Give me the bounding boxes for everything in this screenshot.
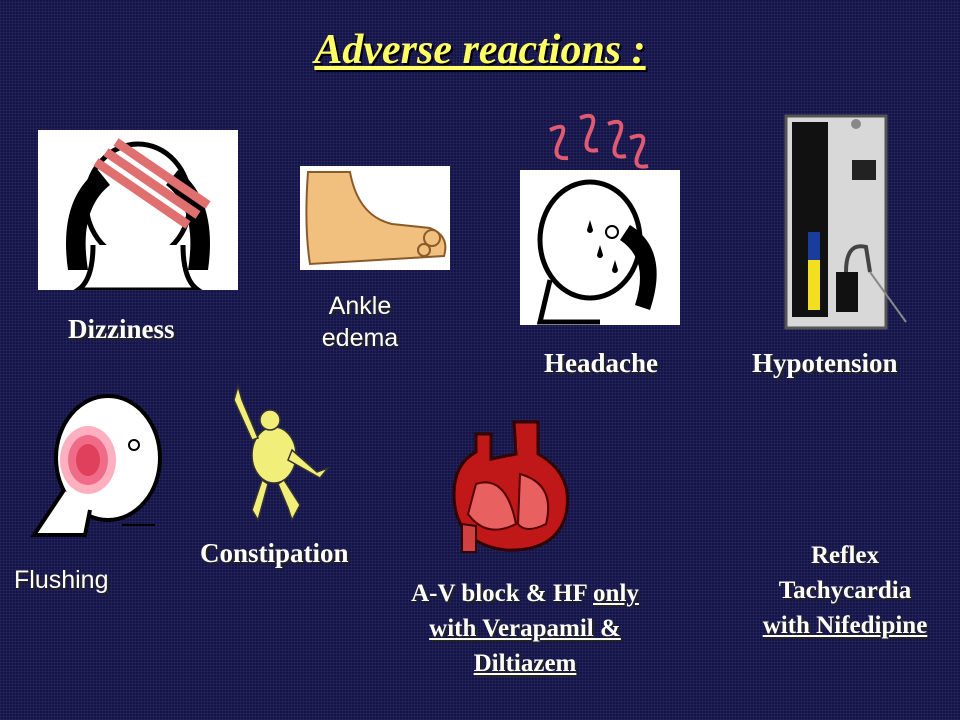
constipation-label: Constipation (200, 538, 349, 568)
hypotension-label: Hypotension (752, 348, 898, 378)
headache-icon (520, 113, 680, 325)
reflex-tachycardia-label: Reflex Tachycardia with Nifedipine (762, 542, 928, 639)
flushing-label: Flushing (14, 566, 109, 594)
dizziness-icon (38, 130, 238, 290)
dizziness-label: Dizziness (68, 314, 175, 344)
headache-label: Headache (544, 348, 658, 378)
ankle-edema-label: Ankle edema (321, 292, 399, 352)
constipation-icon (233, 383, 331, 522)
foot-icon (300, 166, 450, 270)
sphygmomanometer-icon (784, 114, 907, 330)
av-block-label: A-V block & HF only with Verapamil & Dil… (411, 580, 639, 677)
heart-icon (452, 420, 569, 553)
slide-title: Adverse reactions : (314, 27, 646, 73)
flushing-icon (30, 394, 162, 537)
